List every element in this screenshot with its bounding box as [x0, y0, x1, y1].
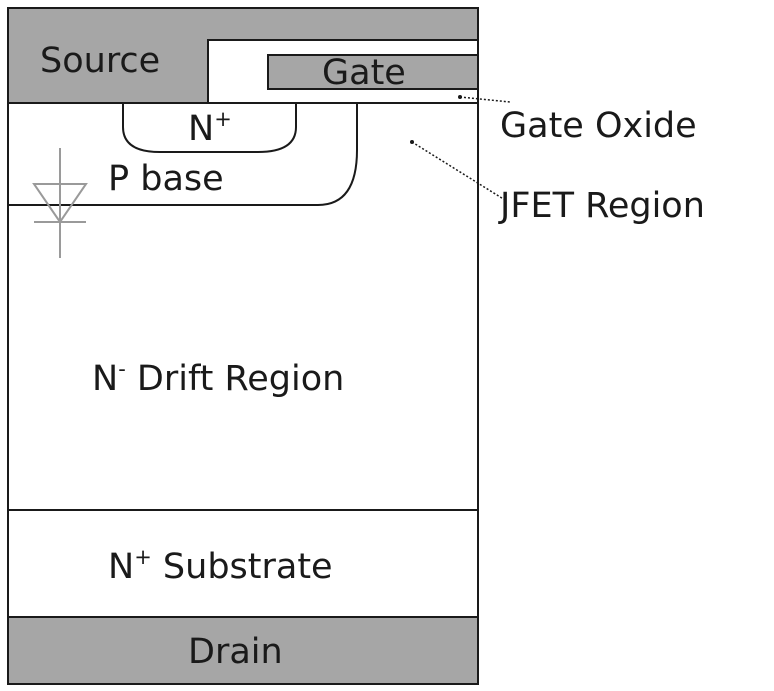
gate-label: Gate	[322, 53, 406, 93]
body-diode-icon	[32, 148, 88, 258]
n-plus-source-region	[122, 103, 297, 153]
substrate-region	[7, 509, 479, 618]
gate-oxide-leader	[459, 96, 511, 103]
gate-oxide-leader-dot	[458, 95, 462, 99]
source-label: Source	[40, 41, 160, 81]
substrate-label: N+ Substrate	[108, 545, 333, 587]
drain-label: Drain	[188, 632, 283, 672]
p-base-label: P base	[108, 159, 224, 199]
drain-metal	[7, 616, 479, 685]
n-plus-label: N+	[188, 107, 232, 149]
jfet-region-leader-dot	[410, 140, 414, 144]
drift-region-label: N- Drift Region	[92, 357, 344, 399]
gate-oxide-label: Gate Oxide	[500, 106, 697, 146]
gate-electrode	[267, 54, 479, 90]
p-base-region	[8, 103, 358, 206]
drift-region	[7, 102, 479, 511]
jfet-region-label: JFET Region	[498, 186, 705, 226]
